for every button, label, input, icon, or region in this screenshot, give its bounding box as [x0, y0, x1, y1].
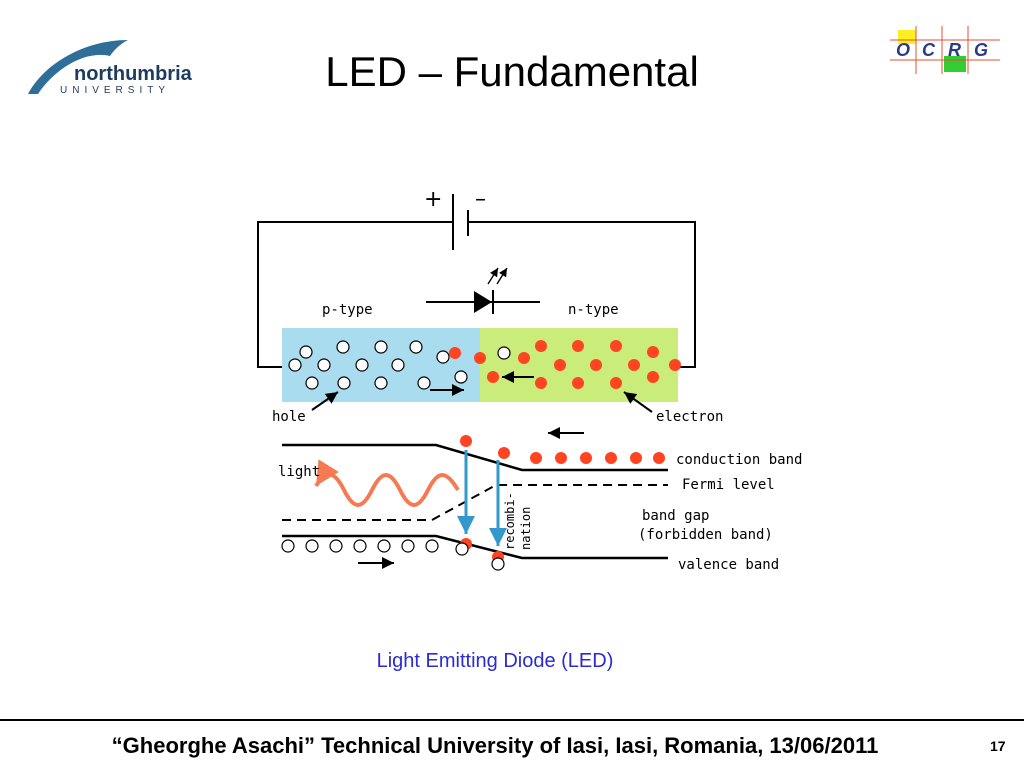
conduction-band-label: conduction band [676, 452, 802, 468]
logo-subtitle: UNIVERSITY [60, 85, 170, 96]
battery-plus-label: + [424, 187, 442, 212]
recombination-label-1: recombi- [503, 492, 517, 550]
slide-title: LED – Fundamental [325, 48, 699, 95]
fermi-level-line [282, 484, 668, 521]
ocrg-letter-g: G [974, 40, 988, 60]
conduction-electrons [460, 435, 665, 563]
electron-pointer-arrow [623, 391, 653, 413]
forbidden-band-label: (forbidden band) [638, 527, 773, 543]
valence-band-line [282, 534, 668, 560]
ocrg-letter-r: R [948, 40, 961, 60]
hole-pointer-arrow [311, 391, 339, 411]
battery-icon [452, 194, 469, 250]
n-type-label: n-type [568, 302, 619, 318]
northumbria-logo: northumbria UNIVERSITY [24, 34, 204, 98]
band-gap-label: band gap [642, 508, 709, 524]
p-type-label: p-type [322, 302, 373, 318]
recombination-label-2: nation [519, 507, 533, 550]
fermi-level-label: Fermi level [682, 477, 775, 493]
logo-name: northumbria [74, 63, 193, 85]
figure-caption: Light Emitting Diode (LED) [376, 650, 614, 672]
battery-minus-label: – [475, 187, 486, 212]
ocrg-letter-c: C [922, 40, 936, 60]
holes-group [288, 340, 511, 390]
electrons-group [449, 340, 681, 389]
electron-label: electron [656, 409, 723, 425]
light-label: light [278, 464, 320, 480]
led-diagram: + – p-type n-type [250, 180, 810, 580]
footer-text: “Gheorghe Asachi” Technical University o… [111, 733, 879, 758]
valence-band-label: valence band [678, 557, 779, 573]
valence-holes [281, 539, 505, 571]
ocrg-logo: O C R G [890, 26, 1002, 76]
light-wave-icon [314, 459, 460, 507]
footer-divider [0, 719, 1024, 721]
northumbria-swoosh-icon: northumbria UNIVERSITY [28, 40, 193, 96]
page-number: 17 [990, 738, 1006, 754]
ocrg-letter-o: O [896, 40, 910, 60]
circuit-wire [257, 221, 696, 368]
conduction-band-line [282, 443, 668, 472]
diode-symbol-icon [426, 267, 540, 314]
hole-label: hole [272, 409, 306, 425]
n-region [480, 328, 678, 402]
